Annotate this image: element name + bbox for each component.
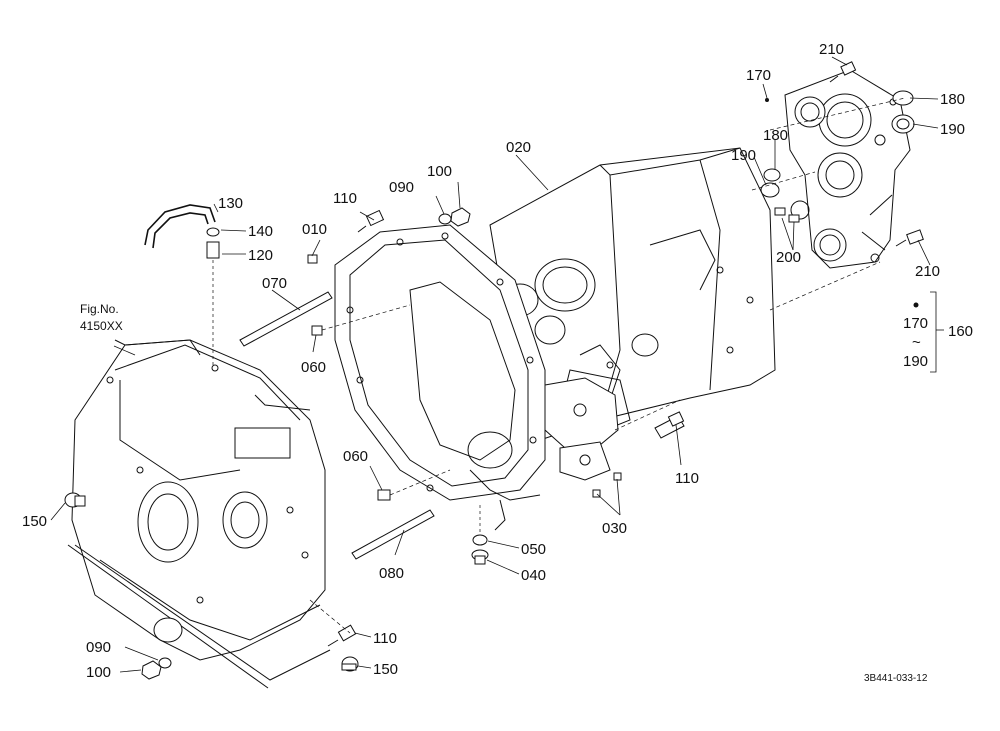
callout-050: 050 bbox=[521, 541, 546, 558]
callout-070: 070 bbox=[262, 275, 287, 292]
callout-190-range: 190 bbox=[903, 353, 928, 370]
callout-110-top: 110 bbox=[333, 190, 357, 207]
fig-ref-label: Fig.No. bbox=[80, 302, 119, 316]
callout-160: 160 bbox=[948, 323, 973, 340]
nut-100-bottom bbox=[141, 660, 162, 680]
callout-100-bottom: 100 bbox=[86, 664, 111, 681]
callout-180-right: 180 bbox=[940, 91, 965, 108]
callout-190-left: 190 bbox=[731, 147, 756, 164]
callout-120: 120 bbox=[248, 247, 273, 264]
plug-150-bottom bbox=[341, 656, 359, 672]
rear-bearing-case bbox=[784, 69, 911, 269]
nut-100-top bbox=[450, 207, 471, 227]
callout-150-bottom: 150 bbox=[373, 661, 398, 678]
clutch-housing bbox=[334, 224, 546, 501]
callout-010: 010 bbox=[302, 221, 327, 238]
alignment-lines bbox=[309, 97, 906, 634]
seal-190-right bbox=[891, 114, 915, 134]
hose-clamp-140 bbox=[206, 227, 220, 237]
stud-080 bbox=[351, 509, 435, 560]
callout-040: 040 bbox=[521, 567, 546, 584]
callout-180-left: 180 bbox=[763, 127, 788, 144]
callout-170-top: 170 bbox=[746, 67, 771, 84]
fig-ref-number: 4150XX bbox=[80, 319, 123, 333]
callout-060-upper: 060 bbox=[301, 359, 326, 376]
callout-110-bottom: 110 bbox=[373, 630, 397, 647]
callout-110-mid: 110 bbox=[675, 470, 699, 487]
callout-090-top: 090 bbox=[389, 179, 414, 196]
washer-090-bottom bbox=[158, 657, 172, 669]
plug-150-left bbox=[64, 492, 86, 508]
plug-030-a bbox=[592, 489, 601, 498]
dowel-010 bbox=[307, 254, 318, 264]
drain-outlet bbox=[494, 499, 506, 531]
range-tilde: ~ bbox=[912, 334, 921, 351]
callout-100-top: 100 bbox=[427, 163, 452, 180]
bolt-110-mid bbox=[654, 411, 685, 439]
stud-070 bbox=[239, 291, 333, 347]
bolt-210-bottom bbox=[895, 229, 924, 247]
callout-090-bottom: 090 bbox=[86, 639, 111, 656]
pin-200 bbox=[774, 207, 800, 223]
callout-170-range: 170 bbox=[903, 315, 928, 332]
seal-180-left bbox=[763, 168, 781, 182]
callout-030: 030 bbox=[602, 520, 627, 537]
drain-plug-040 bbox=[471, 549, 489, 565]
callout-150-left: 150 bbox=[22, 513, 47, 530]
callout-210-bottom: 210 bbox=[915, 263, 940, 280]
callout-210-top: 210 bbox=[819, 41, 844, 58]
leader-lines bbox=[50, 56, 944, 673]
gasket-050 bbox=[472, 534, 488, 546]
plug-030-b bbox=[613, 472, 622, 481]
mount-bracket bbox=[544, 377, 619, 481]
drawing-number: 3B441-033-12 bbox=[864, 673, 928, 684]
transmission-case bbox=[489, 147, 776, 441]
callout-200: 200 bbox=[776, 249, 801, 266]
callout-140: 140 bbox=[248, 223, 273, 240]
dowel-060-lower bbox=[377, 489, 391, 501]
callout-080: 080 bbox=[379, 565, 404, 582]
bolt-110-top bbox=[357, 209, 385, 233]
seal-190-left bbox=[760, 182, 780, 198]
bolt-110-bottom bbox=[327, 624, 357, 647]
callout-060-lower: 060 bbox=[343, 448, 368, 465]
callout-190-right: 190 bbox=[940, 121, 965, 138]
pin-170 bbox=[765, 98, 769, 102]
callout-labels: 210 170 180 190 180 190 200 210 170 ~ 19… bbox=[22, 41, 973, 684]
breather-hose-130 bbox=[144, 204, 216, 249]
pin-170-range-marker bbox=[913, 302, 919, 308]
callout-020: 020 bbox=[506, 139, 531, 156]
washer-090-top bbox=[438, 213, 452, 225]
dowel-060-upper bbox=[311, 325, 323, 336]
breather-fitting-120 bbox=[206, 241, 220, 259]
callout-130: 130 bbox=[218, 195, 243, 212]
front-housing bbox=[67, 339, 331, 689]
